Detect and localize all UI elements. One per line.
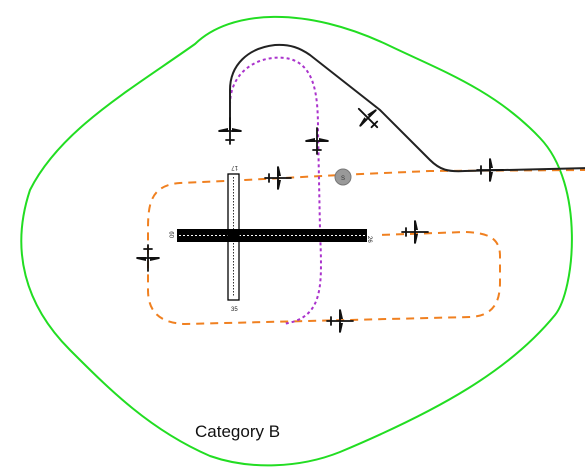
category-label: Category B <box>195 422 280 441</box>
protected-area-boundary <box>20 15 573 467</box>
aircraft-icon <box>264 166 292 190</box>
wind-indicator-icon: S <box>334 168 352 186</box>
circuit-path <box>147 169 585 326</box>
runway-09-label: 09 <box>170 231 176 238</box>
aircraft-icon <box>326 309 354 333</box>
runway-35-label: 35 <box>231 307 238 313</box>
approach-path <box>229 43 585 173</box>
aircraft-icon <box>305 127 329 155</box>
aircraft-icon <box>136 244 160 272</box>
runway-intersection <box>228 229 239 242</box>
aircraft-icon <box>218 117 242 145</box>
runway-26-label: 26 <box>366 236 372 243</box>
alternate-path <box>229 56 322 325</box>
wind-indicator-label: S <box>341 176 345 182</box>
runway-17-label: 17 <box>231 164 238 170</box>
aircraft-icon <box>476 158 504 182</box>
aircraft-icon <box>350 100 386 136</box>
aircraft-icon <box>401 220 429 244</box>
